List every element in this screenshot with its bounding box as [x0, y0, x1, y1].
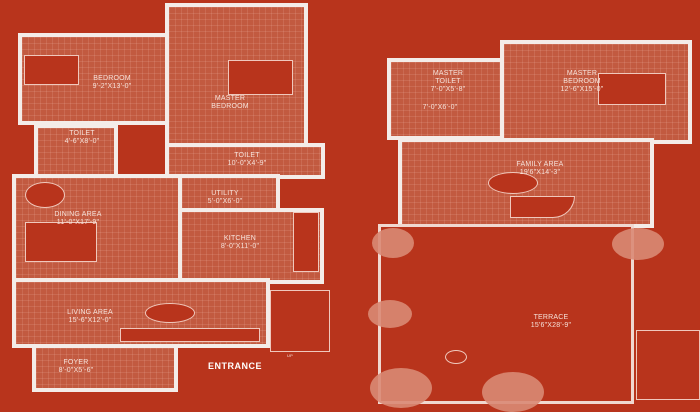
terrace-umbrella	[368, 300, 412, 328]
label-entrance: ENTRANCE	[208, 361, 263, 371]
room-utility	[178, 174, 280, 214]
terrace-umbrella	[370, 368, 432, 408]
room-bedroom	[18, 33, 170, 125]
label-master-bedroom: MASTER BEDROOM	[211, 95, 249, 110]
room-foyer	[32, 344, 178, 392]
dining-table	[25, 182, 65, 208]
terrace-umbrella	[372, 228, 414, 258]
staircase-2	[636, 330, 700, 400]
bed	[24, 55, 79, 85]
terrace-umbrella	[612, 228, 664, 260]
room-master-toilet	[387, 58, 505, 140]
dining-set	[25, 222, 97, 262]
terrace-table	[445, 350, 467, 364]
sofa	[120, 328, 260, 342]
master-bed-2	[598, 73, 666, 105]
master-bed	[228, 60, 293, 95]
coffee-table	[145, 303, 195, 323]
label-dress: 7'-0"X6'-0"	[422, 104, 458, 111]
staircase	[270, 290, 330, 352]
family-table	[488, 172, 538, 194]
kitchen-counter	[293, 212, 319, 272]
terrace-umbrella	[482, 372, 544, 412]
label-stair-up: UP	[287, 353, 293, 358]
